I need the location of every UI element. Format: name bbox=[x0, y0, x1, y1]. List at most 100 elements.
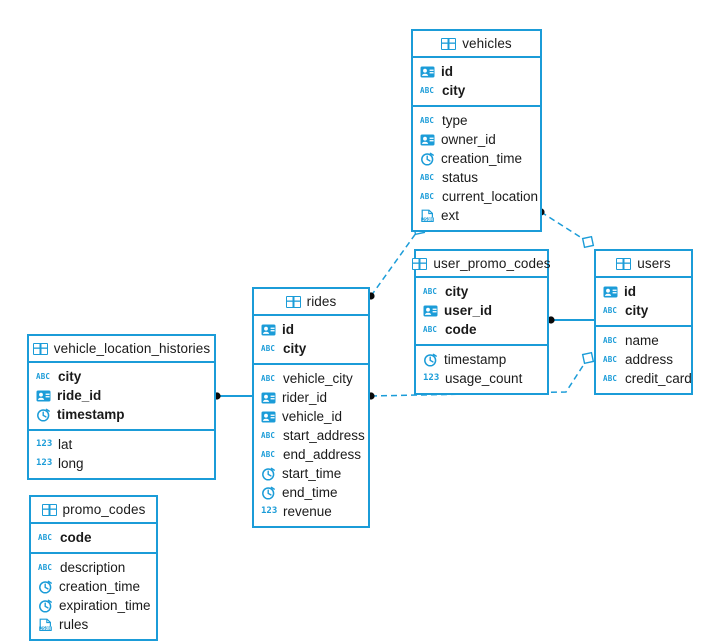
field-row-users-city[interactable]: ABC city bbox=[596, 301, 691, 320]
entity-title: user_promo_codes bbox=[433, 256, 551, 271]
relationship-line-rides-to-vehicles[interactable] bbox=[370, 228, 420, 297]
string-type-icon: ABC bbox=[420, 115, 435, 125]
id-card-icon bbox=[261, 411, 276, 422]
field-row-user_promo_codes-code[interactable]: ABC code bbox=[416, 320, 547, 339]
field-label: creation_time bbox=[59, 579, 141, 594]
field-row-rides-id[interactable]: id bbox=[254, 320, 368, 339]
entity-header-users[interactable]: users bbox=[596, 251, 691, 278]
entity-header-rides[interactable]: rides bbox=[254, 289, 368, 316]
string-type-icon: ABC bbox=[603, 305, 618, 315]
field-label: code bbox=[445, 322, 477, 337]
field-label: city bbox=[442, 83, 466, 98]
entity-header-user_promo_codes[interactable]: user_promo_codes bbox=[412, 251, 551, 278]
field-row-rides-vehicle_id[interactable]: vehicle_id bbox=[254, 407, 368, 426]
clock-icon bbox=[39, 599, 52, 613]
field-row-vehicles-id[interactable]: id bbox=[413, 62, 540, 81]
string-type-icon: ABC bbox=[420, 191, 435, 201]
clock-icon bbox=[39, 580, 52, 594]
field-row-vehicles-owner_id[interactable]: owner_id bbox=[413, 130, 540, 149]
entity-header-vehicles[interactable]: vehicles bbox=[413, 31, 540, 58]
field-label: city bbox=[625, 303, 649, 318]
number-type-icon: 123 bbox=[261, 506, 278, 516]
many-end-marker-user-promo-codes-to-users bbox=[547, 316, 555, 324]
string-type-icon: ABC bbox=[423, 324, 438, 334]
field-row-vehicles-type[interactable]: ABC type bbox=[413, 111, 540, 130]
table-grid-icon bbox=[412, 257, 428, 270]
json-doc-icon: JSON bbox=[39, 618, 52, 632]
id-card-icon bbox=[420, 66, 435, 77]
field-label: creation_time bbox=[441, 151, 523, 166]
entity-header-promo_codes[interactable]: promo_codes bbox=[31, 497, 156, 524]
field-row-promo_codes-creation_time[interactable]: creation_time bbox=[31, 577, 156, 596]
field-row-rides-end_time[interactable]: end_time bbox=[254, 483, 368, 502]
field-label: revenue bbox=[283, 504, 332, 519]
field-label: address bbox=[625, 352, 674, 367]
field-row-rides-start_time[interactable]: start_time bbox=[254, 464, 368, 483]
field-label: type bbox=[442, 113, 468, 128]
field-label: id bbox=[624, 284, 636, 299]
id-card-icon bbox=[423, 305, 438, 316]
id-card-icon bbox=[603, 286, 618, 297]
clock-icon bbox=[421, 152, 434, 166]
clock-icon bbox=[262, 486, 275, 500]
field-row-vehicles-creation_time[interactable]: creation_time bbox=[413, 149, 540, 168]
field-row-rides-revenue[interactable]: 123 revenue bbox=[254, 502, 368, 521]
field-label: start_address bbox=[283, 428, 365, 443]
field-label: rules bbox=[59, 617, 89, 632]
number-type-icon: 123 bbox=[36, 439, 53, 449]
field-row-users-id[interactable]: id bbox=[596, 282, 691, 301]
field-row-rides-rider_id[interactable]: rider_id bbox=[254, 388, 368, 407]
field-label: expiration_time bbox=[59, 598, 151, 613]
number-type-icon: 123 bbox=[36, 458, 53, 468]
field-row-vehicle_location_histories-ride_id[interactable]: ride_id bbox=[29, 386, 214, 405]
field-row-promo_codes-expiration_time[interactable]: expiration_time bbox=[31, 596, 156, 615]
string-type-icon: ABC bbox=[261, 343, 276, 353]
field-row-promo_codes-rules[interactable]: JSON rules bbox=[31, 615, 156, 634]
number-type-icon: 123 bbox=[423, 373, 440, 383]
field-row-user_promo_codes-timestamp[interactable]: timestamp bbox=[416, 350, 547, 369]
entity-header-vehicle_location_histories[interactable]: vehicle_location_histories bbox=[29, 336, 214, 363]
relationship-line-vehicles-to-users[interactable] bbox=[540, 211, 589, 243]
field-row-vehicle_location_histories-timestamp[interactable]: timestamp bbox=[29, 405, 214, 424]
field-label: usage_count bbox=[445, 371, 523, 386]
one-end-marker-rides-to-users bbox=[581, 351, 595, 365]
field-label: name bbox=[625, 333, 659, 348]
table-grid-icon bbox=[285, 295, 301, 308]
columns-section-user_promo_codes: timestamp 123 usage_count bbox=[416, 344, 547, 393]
field-row-user_promo_codes-usage_count[interactable]: 123 usage_count bbox=[416, 369, 547, 388]
entity-title: vehicles bbox=[462, 36, 512, 51]
string-type-icon: ABC bbox=[603, 373, 618, 383]
field-label: code bbox=[60, 530, 92, 545]
id-card-icon bbox=[36, 390, 51, 401]
field-row-user_promo_codes-user_id[interactable]: user_id bbox=[416, 301, 547, 320]
id-card-icon bbox=[261, 324, 276, 335]
entity-title: users bbox=[637, 256, 671, 271]
